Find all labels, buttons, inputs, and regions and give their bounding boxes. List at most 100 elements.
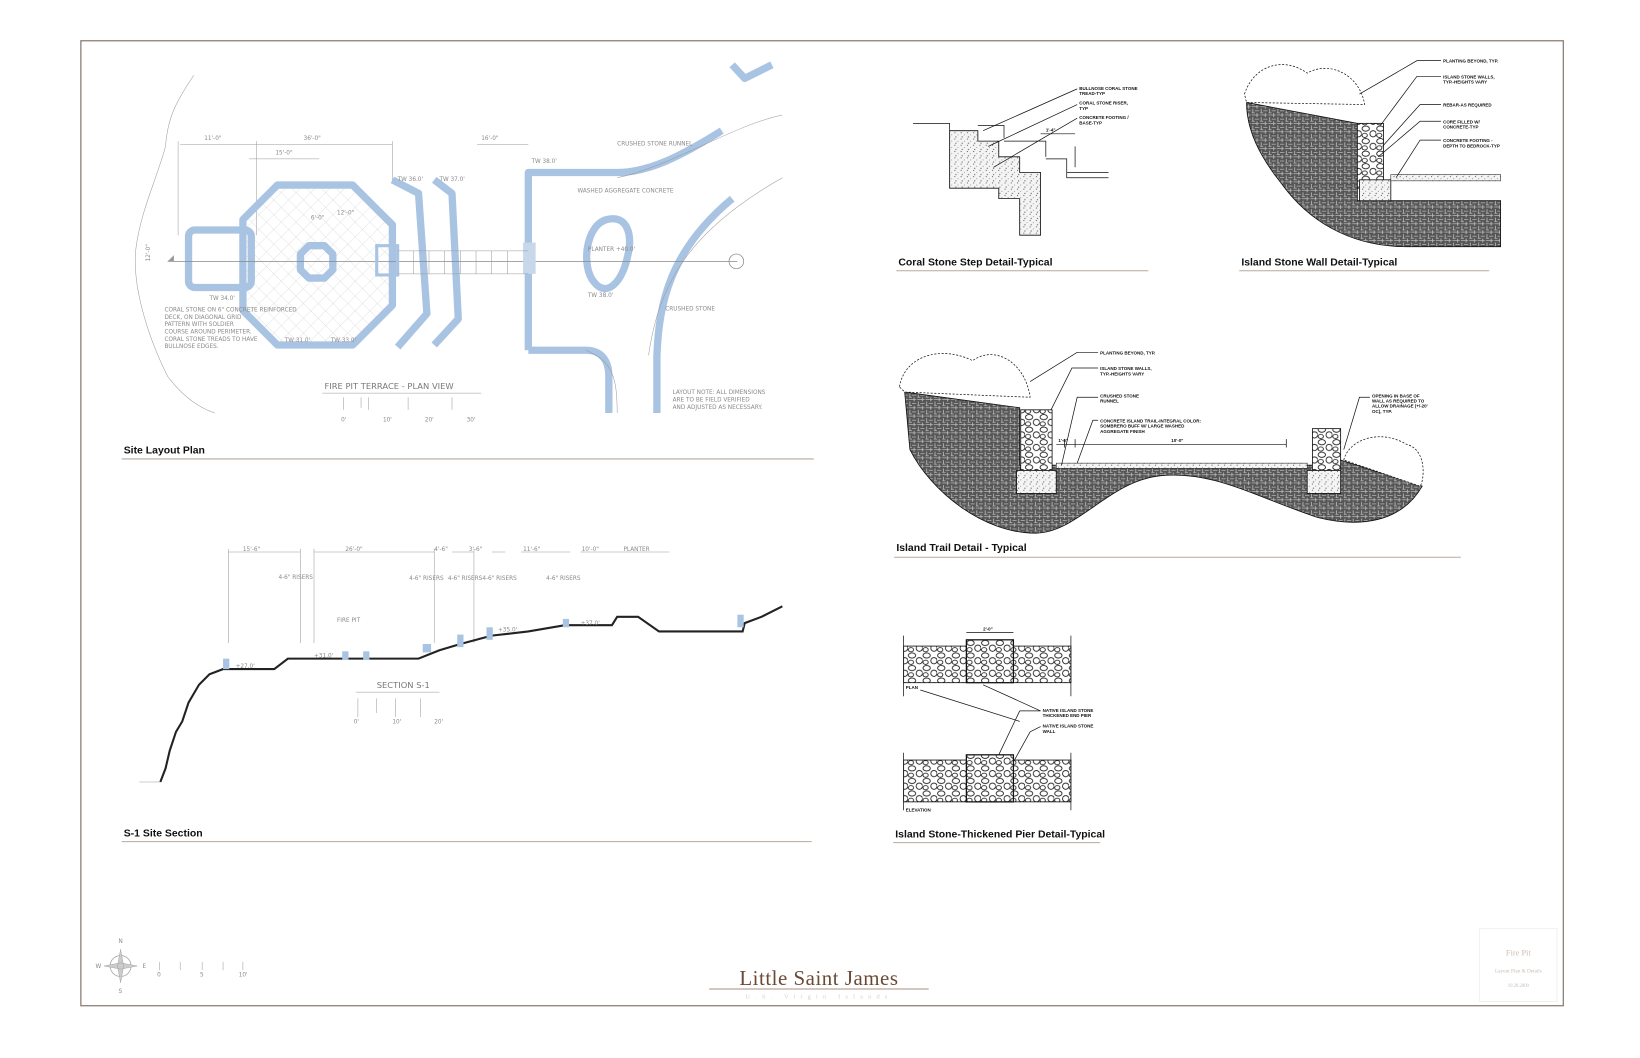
drawing-label: 6'-0" [311, 216, 325, 222]
drawing-label: TW 38.0' [587, 293, 614, 299]
drawing-label: ISLAND STONE WALLS, [1443, 74, 1495, 79]
compass-rose-icon [103, 949, 138, 983]
drawing-label: Little Saint James [739, 966, 898, 990]
drawing-label: RUNNEL [1100, 398, 1119, 403]
drawing-label: CONCRETE FOOTING - [1443, 138, 1493, 143]
drawing-label: 15'-6" [243, 547, 261, 553]
drawing-label: ARE TO BE FIELD VERIFIED [673, 397, 751, 403]
drawing-label: 10.28.2009 [1508, 984, 1530, 989]
drawing-label: BULLNOSE EDGES. [164, 344, 218, 350]
drawing-label: 36'-0" [304, 136, 322, 142]
drawing-label: TW 33.0' [330, 338, 357, 344]
drawing-label: CORAL STONE ON 6" CONCRETE REINFORCED [164, 308, 297, 314]
site-layout-plan-title: Site Layout Plan [124, 446, 205, 457]
drawing-label: 4'-6" [434, 547, 448, 553]
project-logo: Little Saint James U.S. Virgin Islands [709, 966, 929, 1000]
drawing-label: DEPTH TO BEDROCK-TYP [1443, 143, 1500, 148]
drawing-label: 16'-0" [481, 136, 499, 142]
drawing-label: +27.0' [236, 664, 256, 670]
drawing-label: 0' [354, 719, 360, 725]
drawing-label: 3'-6" [469, 547, 483, 553]
drawing-label: 10' [392, 719, 401, 725]
plan-layout-note: LAYOUT NOTE: ALL DIMENSIONS ARE TO BE FI… [673, 390, 766, 411]
drawing-label: COURSE AROUND PERIMETER. [164, 330, 251, 336]
drawing-label: LAYOUT NOTE: ALL DIMENSIONS [673, 390, 766, 396]
drawing-label: CONCRETE ISLAND TRAIL-INTEGRAL COLOR: [1100, 418, 1201, 423]
drawing-label: 11'-0" [204, 136, 222, 142]
drawing-label: +31.0' [314, 654, 334, 660]
drawing-label: S [119, 989, 123, 995]
drawing-label: 4-6" RISERS [448, 576, 483, 582]
drawing-label: 20' [425, 417, 434, 423]
drawing-label: 4-6" RISERS [278, 575, 313, 581]
drawing-label: 26'-0" [345, 547, 363, 553]
plan-dimensions: 11'-0" 36'-0" 15'-0" 16'-0" 12'-0" [146, 136, 529, 261]
island-wall-detail: PLANTING BEYOND, TYP. ISLAND STONE WALLS… [1239, 59, 1502, 272]
drawing-label: DECK, ON DIAGONAL GRID [164, 315, 242, 321]
plan-paving-note: CORAL STONE ON 6" CONCRETE REINFORCED DE… [164, 308, 297, 351]
drawing-label: TW 31.0' [284, 338, 311, 344]
drawing-label: NATIVE ISLAND STONE [1043, 708, 1094, 713]
drawing-label: 0' [341, 417, 347, 423]
drawing-label: 5 [200, 972, 204, 978]
drawing-label: OC), TYP. [1372, 409, 1392, 414]
drawing-label: AGGREGATE FINISH [1100, 429, 1145, 434]
drawing-label: U.S. Virgin Islands [745, 993, 892, 1000]
drawing-label: BULLNOSE CORAL STONE [1079, 86, 1137, 91]
drawing-label: WALL AS REQUIRED TO [1372, 398, 1425, 403]
island-wall-detail-title: Island Stone Wall Detail-Typical [1241, 258, 1397, 269]
plan-crushed-stone-note: CRUSHED STONE [665, 307, 715, 313]
plan-runnel-note: CRUSHED STONE RUNNEL [617, 141, 693, 147]
drawing-label: BASE-TYP [1079, 120, 1102, 125]
sheet-border [80, 40, 1564, 1007]
drawing-label: SOMBRERO BUFF W/ LARGE WASHED [1100, 424, 1185, 429]
drawing-label: 20' [434, 719, 443, 725]
drawing-label: 4-6" RISERS [409, 576, 444, 582]
coral-step-detail-title: Coral Stone Step Detail-Typical [898, 258, 1052, 269]
plan-spot-labels: TW 34.0' TW 31.0' TW 33.0' TW 36.0' TW 3… [208, 159, 635, 344]
drawing-label: FIRE PIT [337, 618, 361, 624]
drawing-label: 2'-0" [983, 626, 993, 631]
drawing-label: TW 37.0' [438, 177, 465, 183]
drawing-label: WALL [1043, 729, 1056, 734]
drawing-label: +35.0' [498, 627, 518, 633]
drawing-label: 1'-6" [1058, 438, 1068, 443]
drawing-label: TYP [1079, 106, 1088, 111]
drawing-label: 15'-0" [275, 151, 293, 157]
drawing-label: 11'-6" [523, 547, 541, 553]
drawing-label: THICKENED END PIER [1043, 713, 1092, 718]
drawing-label: OPENING IN BASE OF [1372, 393, 1420, 398]
drawing-label: 4-6" RISERS [546, 576, 581, 582]
drawing-label: 0 [157, 972, 161, 978]
plan-concrete-note: WASHED AGGREGATE CONCRETE [577, 188, 673, 194]
pier-detail: 2'-0" PLAN ELEVATION NATIVE ISLAND STONE… [893, 626, 1105, 844]
drawing-label: PLANTER +40.0' [588, 247, 636, 253]
drawing-label: CORE FILLED W/ [1443, 119, 1480, 124]
drawing-label: CORAL STONE TREADS TO HAVE [164, 337, 257, 343]
north-arrow: N W E S [96, 939, 147, 995]
drawing-label: 1'-4" [1046, 128, 1056, 133]
drawing-label: ELEVATION [906, 807, 931, 812]
island-trail-detail-title: Island Trail Detail - Typical [896, 543, 1026, 554]
drawing-label: TW 38.0' [530, 159, 557, 165]
drawing-label: PLAN [906, 685, 918, 690]
drawing-label: +37.0' [581, 621, 601, 627]
drawing-label: PLANTING BEYOND, TYP. [1100, 350, 1155, 355]
drawing-label: PLANTING BEYOND, TYP. [1443, 59, 1498, 64]
drawing-label: AND ADJUSTED AS NECESSARY. [673, 405, 763, 411]
drawing-label: 10'-0" [1171, 438, 1183, 443]
section-title: SECTION S-1 [377, 680, 430, 690]
island-trail-detail: 1'-6" 10'-0" PLANTING BEYOND, TYP. ISLAN… [894, 350, 1461, 558]
drawing-label: N [119, 939, 123, 945]
drawing-label: TREAD-TYP [1079, 91, 1105, 96]
drawing-label: ALLOW DRAINAGE (+/-20' [1372, 404, 1428, 409]
drawing-label: 4-6" RISERS [482, 576, 517, 582]
site-section-title: S-1 Site Section [124, 828, 203, 839]
drawing-label: REBAR-AS REQUIRED [1443, 103, 1492, 108]
drawing-label: CORAL STONE RISER, [1079, 101, 1128, 106]
drawing-label: PLANTER [623, 547, 649, 553]
drawing-label: Layout Plan & Details [1495, 968, 1542, 974]
drawing-label: TYP.-HEIGHTS VARY [1100, 371, 1144, 376]
